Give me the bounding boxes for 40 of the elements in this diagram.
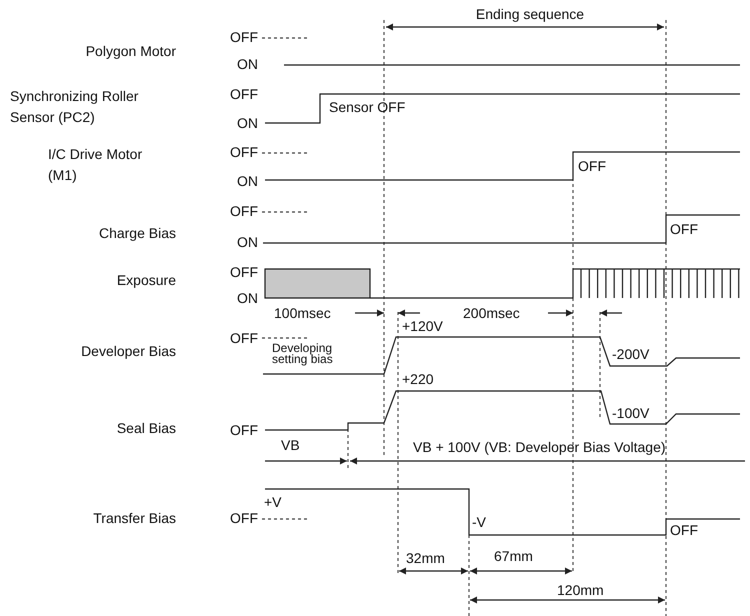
signal-name: Charge Bias [98,225,176,241]
annotation: OFF [578,158,606,174]
value-label: +220 [402,371,434,387]
heading: Ending sequence [476,6,584,22]
dimension-label: 32mm [406,550,445,566]
value-label: -100V [612,405,650,421]
state-label: OFF [230,86,258,102]
annotation: Developing setting bias [272,343,334,365]
dimension-label: 120mm [557,582,604,598]
state-label: ON [237,115,258,131]
annotation: OFF [670,522,698,538]
signal-name: Seal Bias [116,420,176,436]
dimension-label: 200msec [463,305,520,321]
value-label: -V [472,514,486,530]
value-label: +V [264,494,282,510]
signal-name: Developer Bias [81,343,176,359]
dimension-label: VB [281,437,300,453]
signal-name: I/C Drive Motor (M1) [48,145,144,185]
signal-name: Transfer Bias [93,510,176,526]
annotation: OFF [670,221,698,237]
state-label: OFF [230,203,258,219]
value-label: +120V [402,318,443,334]
state-label: OFF [230,330,258,346]
signal-name: Synchronizing Roller Sensor (PC2) [10,87,140,127]
value-label: -200V [612,346,650,362]
state-label: ON [237,56,258,72]
signal-name: Exposure [116,272,176,288]
state-label: OFF [230,264,258,280]
state-label: ON [237,173,258,189]
signal-name: Polygon Motor [86,43,176,59]
state-label: OFF [230,422,258,438]
state-label: OFF [230,510,258,526]
annotation: Sensor OFF [329,99,406,115]
state-label: ON [237,290,258,306]
dimension-label: 67mm [494,548,533,564]
state-label: OFF [230,29,258,45]
state-label: ON [237,234,258,250]
state-label: OFF [230,144,258,160]
dimension-label: VB + 100V (VB: Developer Bias Voltage) [413,439,666,455]
dimension-label: 100msec [274,305,331,321]
